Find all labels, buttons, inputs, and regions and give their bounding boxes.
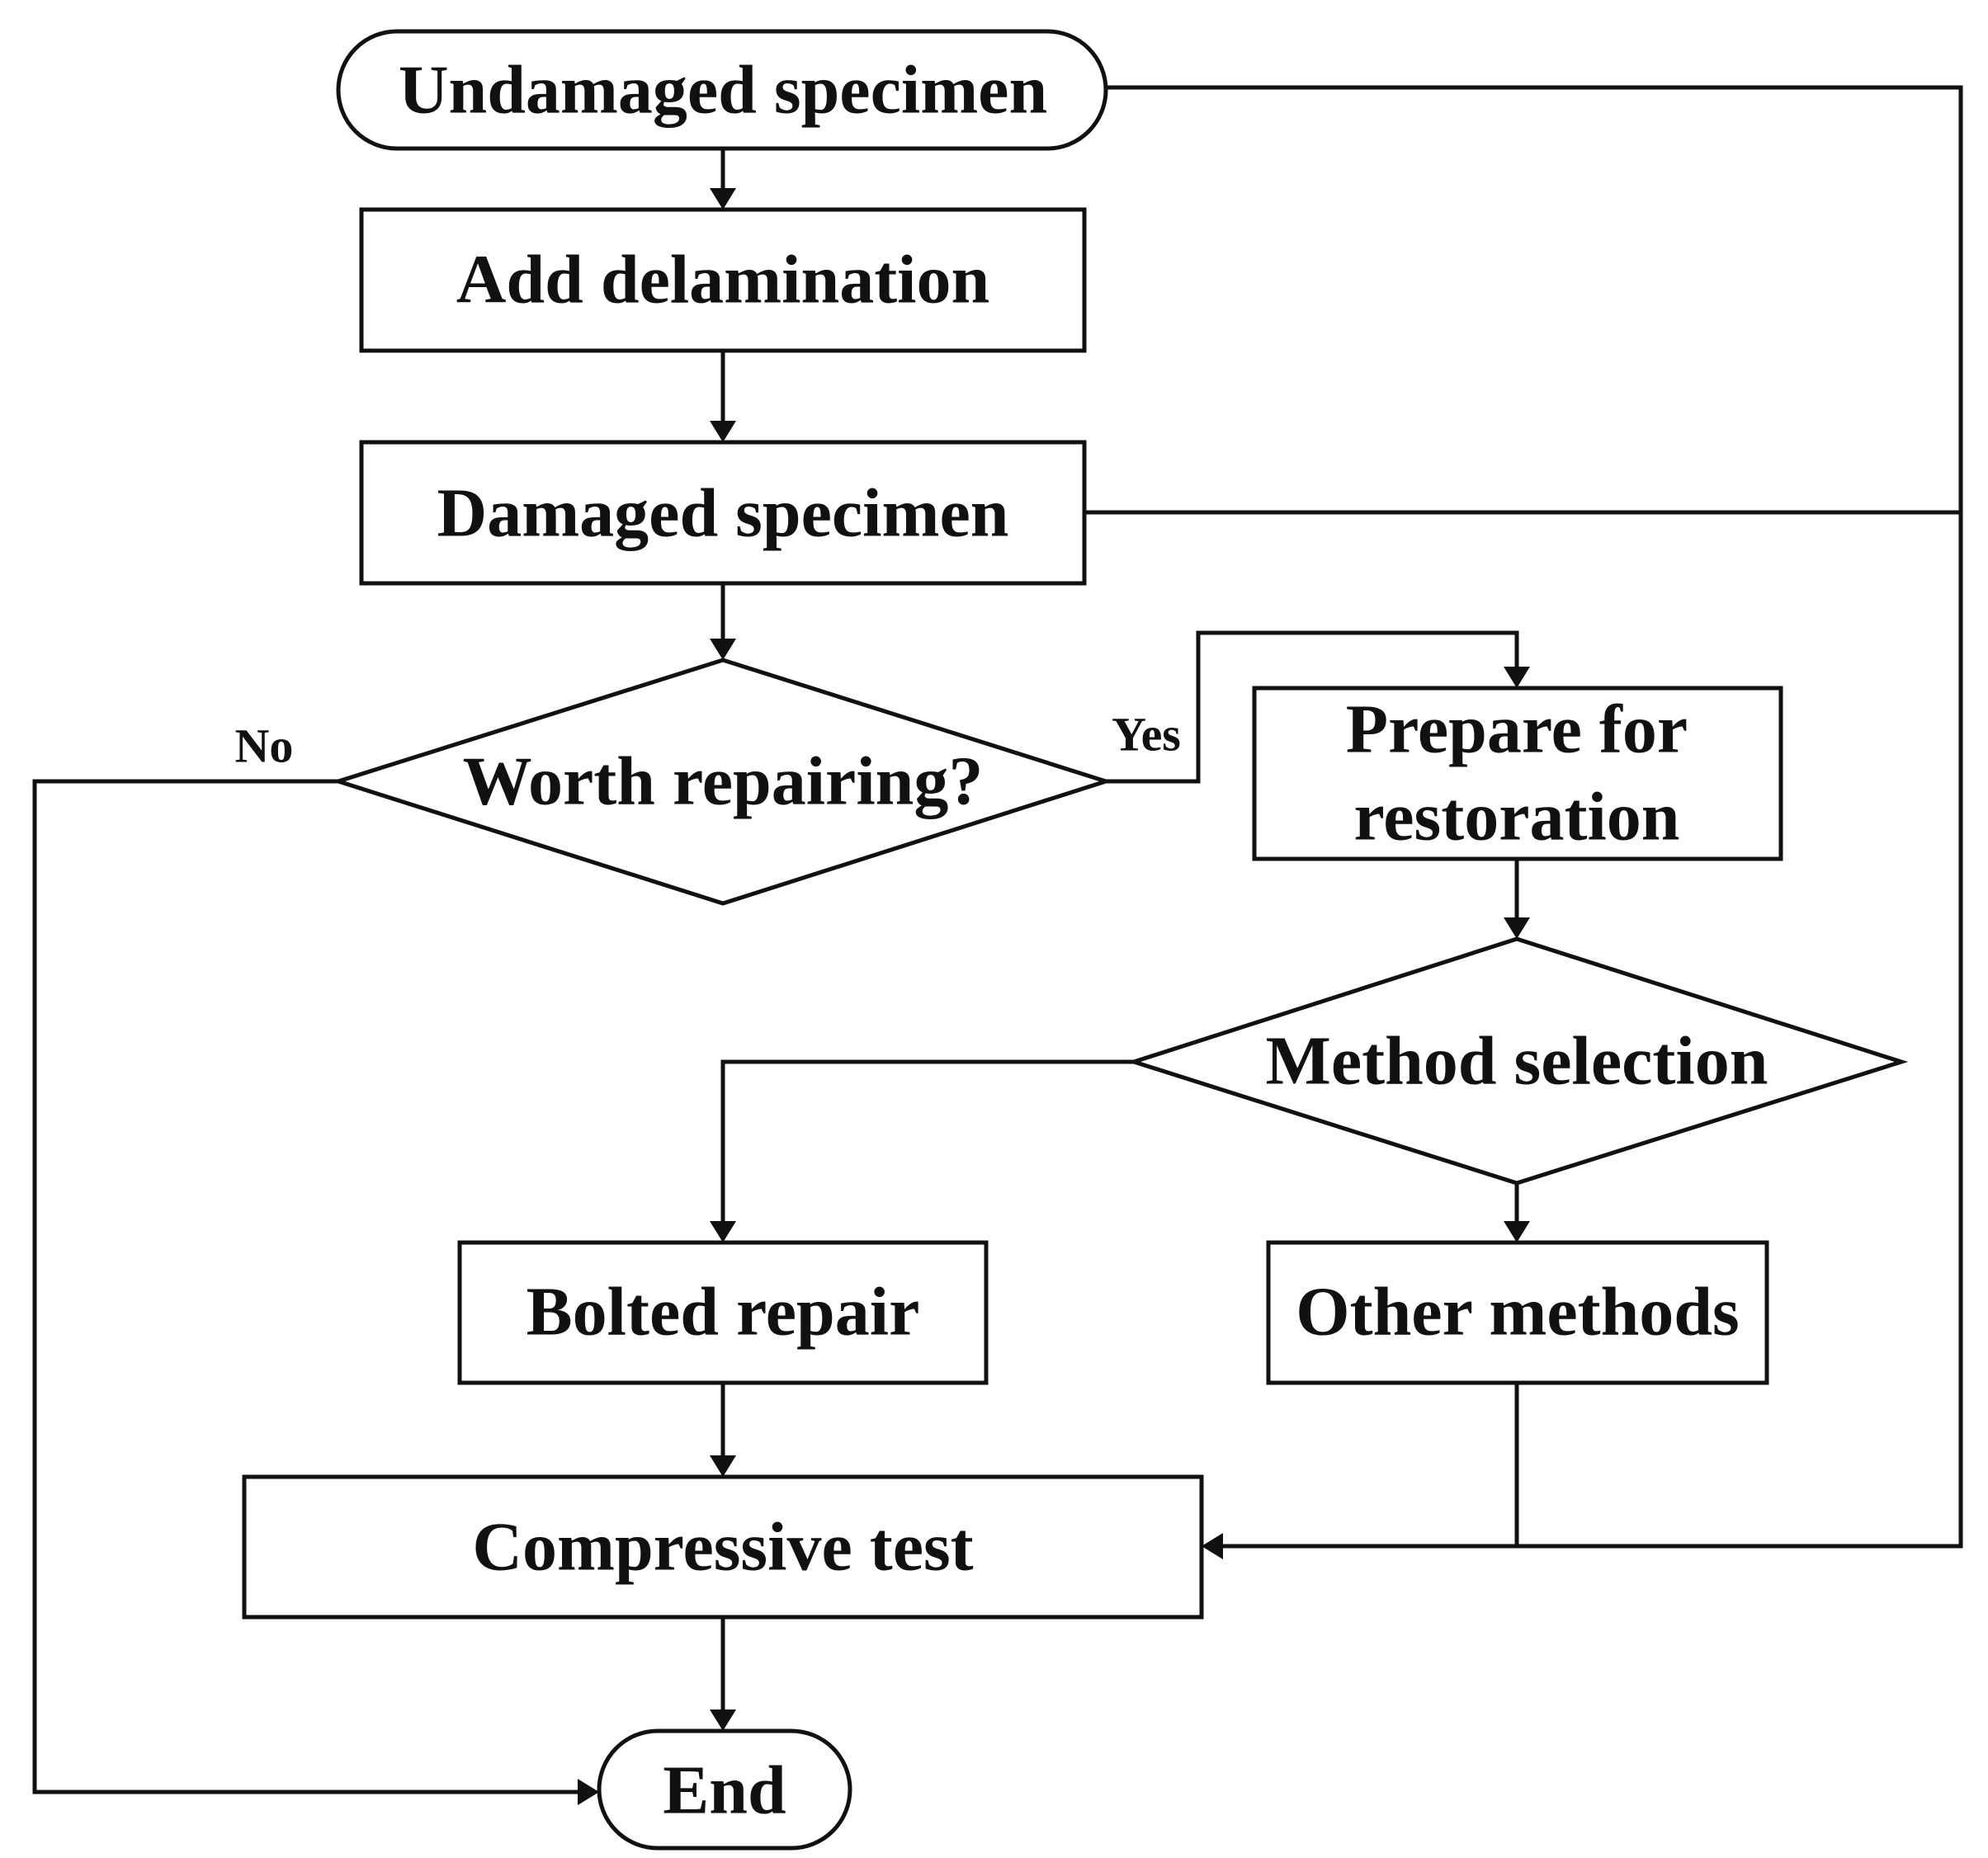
arrowhead-icon <box>1202 1533 1223 1559</box>
terminator-shape <box>597 1728 852 1851</box>
decision-shape <box>1126 936 1909 1186</box>
node-other-methods: Other methods <box>1266 1240 1769 1385</box>
node-label: Undamaged specimen <box>399 52 1047 129</box>
node-label: Other methods <box>1296 1274 1739 1351</box>
connector-method-to-bolted <box>720 1059 1134 1223</box>
connector-yes-branch <box>1106 630 1519 784</box>
connector-no-branch <box>32 779 579 1794</box>
arrowhead-icon <box>1504 1221 1530 1243</box>
process-shape <box>457 1240 989 1385</box>
arrowhead-icon <box>710 421 736 442</box>
process-shape <box>242 1474 1204 1620</box>
node-label-line1: Prepare for <box>1346 691 1688 768</box>
arrowhead-icon <box>710 188 736 210</box>
node-label: Compressive test <box>472 1509 973 1586</box>
node-end: End <box>597 1728 852 1851</box>
arrowhead-icon <box>710 1709 736 1731</box>
process-shape <box>359 207 1087 353</box>
node-undamaged-specimen: Undamaged specimen <box>336 29 1108 151</box>
node-bolted-repair: Bolted repair <box>457 1240 989 1385</box>
terminator-shape <box>336 29 1108 151</box>
node-label-line2: restoration <box>1353 779 1679 856</box>
node-label: Method selection <box>1266 1023 1768 1100</box>
node-label: Add delamination <box>456 242 990 318</box>
node-label: Damaged specimen <box>437 475 1009 552</box>
node-worth-repairing: Worth repairing? <box>331 658 1113 906</box>
arrowhead-icon <box>710 639 736 660</box>
node-label: Worth repairing? <box>463 743 984 820</box>
arrowhead-icon <box>710 1221 736 1243</box>
node-add-delamination: Add delamination <box>359 207 1087 353</box>
arrowhead-icon <box>710 1455 736 1477</box>
connector-undamaged-bypass <box>1106 85 1963 1549</box>
node-label: Bolted repair <box>527 1274 920 1351</box>
arrowhead-icon <box>578 1779 599 1805</box>
node-damaged-specimen: Damaged specimen <box>359 440 1087 586</box>
edge-label-no: No <box>235 719 294 773</box>
decision-shape <box>331 658 1113 906</box>
node-method-selection: Method selection <box>1126 936 1909 1186</box>
process-shape <box>359 440 1087 586</box>
arrowhead-icon <box>1504 667 1530 688</box>
node-compressive-test: Compressive test <box>242 1474 1204 1620</box>
node-label: End <box>663 1752 786 1829</box>
edge-label-yes: Yes <box>1112 708 1181 762</box>
arrowhead-icon <box>1504 917 1530 939</box>
process-shape <box>1252 686 1783 861</box>
node-prepare-for-restoration: Prepare for restoration <box>1252 686 1783 861</box>
process-shape <box>1266 1240 1769 1385</box>
connectors <box>32 85 1963 1805</box>
